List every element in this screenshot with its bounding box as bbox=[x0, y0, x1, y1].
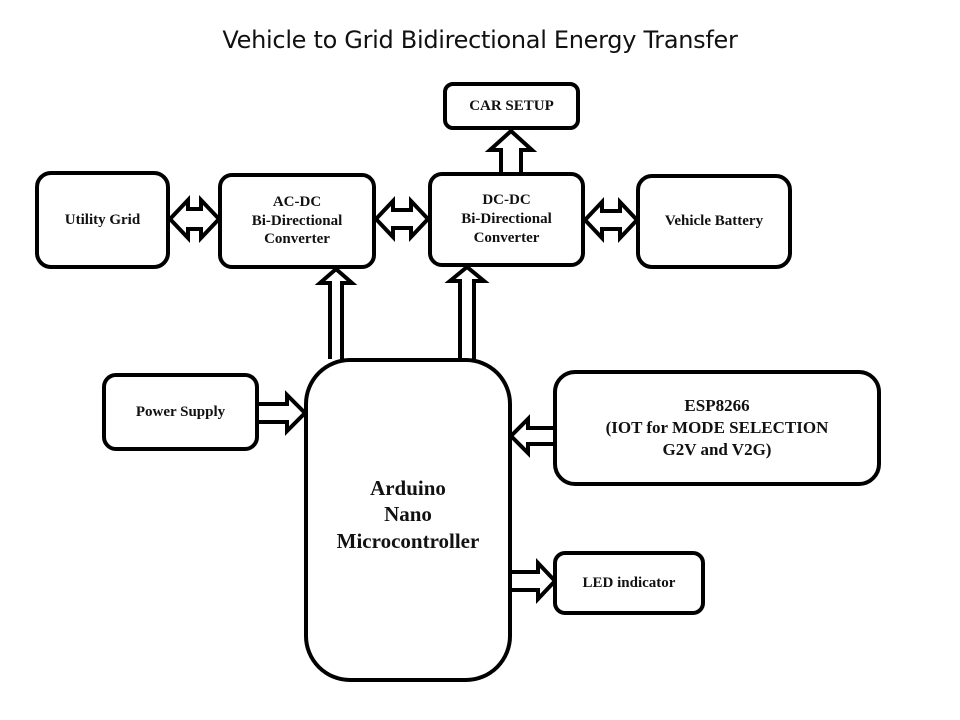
arrow-arduino-dcdc bbox=[444, 264, 490, 359]
vehicle-battery-block: Vehicle Battery bbox=[636, 174, 792, 269]
dcdc-converter-block: DC-DC Bi-Directional Converter bbox=[428, 172, 585, 267]
arrow-arduino-acdc bbox=[314, 266, 358, 359]
diagram-title: Vehicle to Grid Bidirectional Energy Tra… bbox=[222, 26, 738, 54]
arrow-arduino-led bbox=[512, 557, 558, 605]
acdc-converter-block: AC-DC Bi-Directional Converter bbox=[218, 173, 376, 269]
esp8266-block: ESP8266 (IOT for MODE SELECTION G2V and … bbox=[553, 370, 881, 486]
acdc-converter-label: AC-DC Bi-Directional Converter bbox=[251, 193, 343, 248]
arduino-nano-label: Arduino Nano Microcontroller bbox=[336, 476, 480, 553]
led-indicator-label: LED indicator bbox=[582, 574, 676, 591]
dcdc-converter-label: DC-DC Bi-Directional Converter bbox=[461, 192, 552, 246]
arrow-dcdc-carsetup bbox=[484, 128, 538, 172]
utility-grid-label: Utility Grid bbox=[64, 211, 141, 228]
utility-grid-block: Utility Grid bbox=[35, 171, 170, 269]
arrow-acdc-dcdc bbox=[373, 195, 431, 243]
arrow-grid-acdc bbox=[167, 194, 222, 244]
arduino-nano-block: Arduino Nano Microcontroller bbox=[304, 358, 512, 682]
power-supply-block: Power Supply bbox=[102, 373, 259, 451]
arrow-dcdc-battery bbox=[582, 196, 640, 244]
car-setup-block: CAR SETUP bbox=[443, 82, 580, 130]
power-supply-label: Power Supply bbox=[135, 403, 226, 420]
led-indicator-block: LED indicator bbox=[553, 551, 705, 615]
arrow-esp-arduino bbox=[508, 414, 555, 458]
esp8266-label: ESP8266 (IOT for MODE SELECTION G2V and … bbox=[605, 395, 829, 460]
arrow-power-arduino bbox=[259, 390, 308, 436]
car-setup-label: CAR SETUP bbox=[469, 97, 554, 114]
vehicle-battery-label: Vehicle Battery bbox=[664, 213, 764, 230]
